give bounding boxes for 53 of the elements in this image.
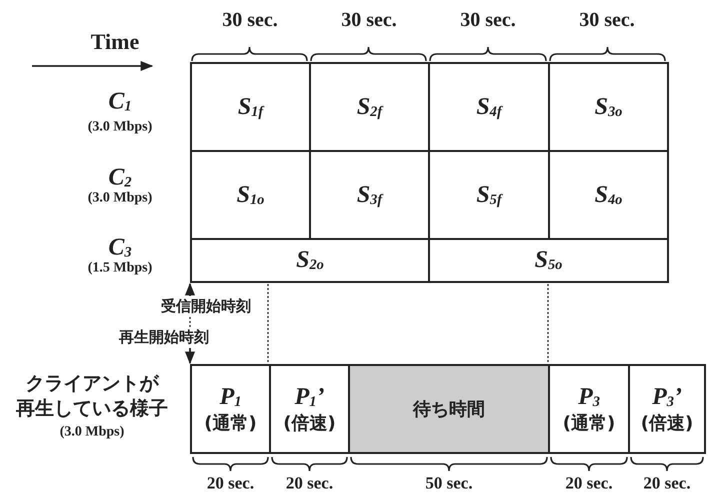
duration-label: 50 sec. (425, 474, 473, 494)
segment-name: S$_{5o}$ (534, 247, 562, 274)
playback-box (548, 364, 630, 454)
segment-name: S$_{2f}$ (356, 94, 382, 120)
segment-name: S$_{2o}$ (296, 247, 324, 274)
dotted-line (189, 317, 191, 327)
segment-name: P$_{1}$’ (294, 384, 324, 410)
axis-label: Time (90, 30, 140, 54)
dotted-line (547, 284, 549, 363)
duration-label: 30 sec. (460, 9, 516, 31)
bitrate-label: (3.0 Mbps) (88, 119, 152, 135)
segment-name: S$_{4f}$ (476, 94, 502, 120)
channel-label: C$_{2}$ (108, 164, 132, 192)
segment-name: S$_{3o}$ (594, 94, 622, 120)
playback-box (628, 364, 706, 454)
segment-name: P$_{1}$ (220, 384, 242, 410)
time-point-label: 再生開始時刻 (119, 328, 209, 347)
dotted-line (267, 284, 269, 363)
segment-name: S$_{5f}$ (476, 182, 502, 208)
duration-label: 20 sec. (643, 474, 691, 494)
mode-label: (倍速) (283, 412, 336, 434)
arrow (184, 282, 196, 296)
duration-label: 30 sec. (579, 9, 635, 31)
segment-cell (548, 62, 669, 152)
time-point-label: 受信開始時刻 (161, 297, 251, 316)
node-label: 待ち時間 (413, 398, 485, 421)
segment-name: S$_{4o}$ (594, 182, 622, 208)
segment-cell (428, 238, 669, 283)
mode-label: (通常) (204, 412, 257, 434)
arrow (184, 348, 196, 364)
segment-name: P$_{3}$ (578, 384, 600, 410)
bitrate-label: (1.5 Mbps) (88, 260, 152, 276)
segment-name: S$_{1f}$ (238, 94, 264, 120)
duration-label: 30 sec. (341, 9, 397, 31)
channel-label: C$_{3}$ (108, 234, 132, 262)
mode-label: (倍速) (640, 412, 694, 434)
segment-name: P$_{3}$’ (652, 384, 682, 410)
duration-label: 20 sec. (206, 474, 254, 494)
duration-label: 20 sec. (565, 474, 613, 494)
duration-label: 20 sec. (286, 474, 334, 494)
bitrate-label: (3.0 Mbps) (88, 190, 152, 206)
mode-label: (通常) (562, 412, 616, 434)
segment-cell (190, 238, 430, 283)
duration-label: 30 sec. (222, 9, 278, 31)
row-label: クライアントが再生している様子 (16, 371, 168, 421)
waiting-time-box (348, 364, 550, 454)
playback-box (190, 364, 271, 454)
playback-box (269, 364, 350, 454)
segment-cell (190, 62, 311, 152)
segment-name: S$_{3f}$ (356, 182, 382, 208)
bitrate-label: (3.0 Mbps) (60, 424, 124, 440)
segment-name: S$_{1o}$ (236, 182, 264, 208)
channel-label: C$_{1}$ (108, 88, 132, 116)
